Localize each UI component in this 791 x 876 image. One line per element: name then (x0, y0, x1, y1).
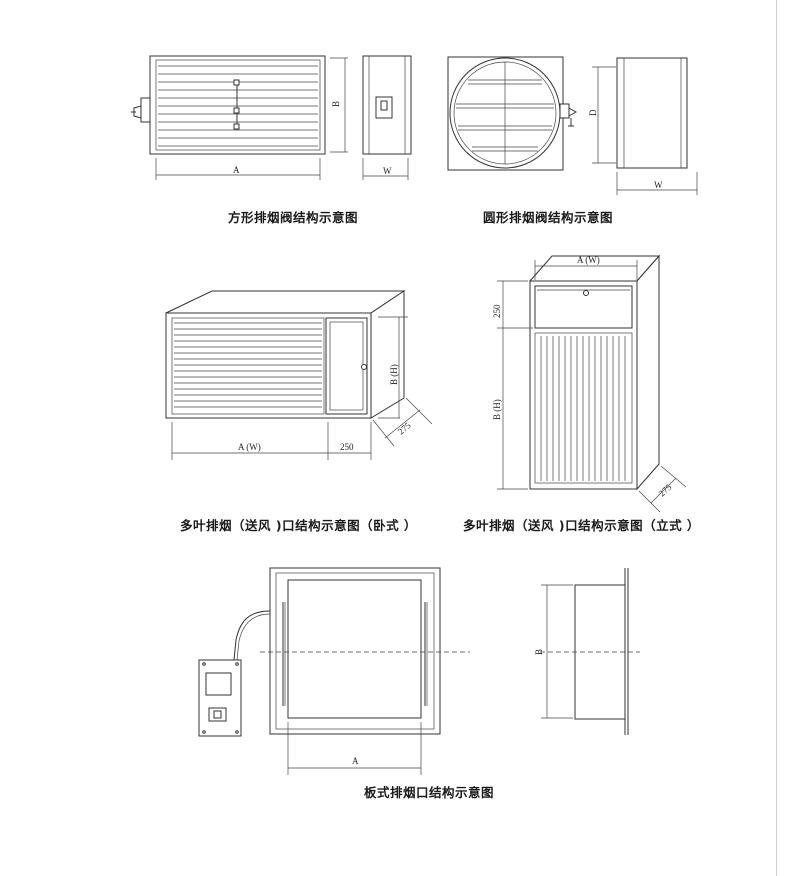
vertical-a-label: A (W) (577, 255, 600, 265)
square-side-dim-w (362, 158, 409, 180)
square-a-label: A (233, 165, 240, 175)
horizontal-275-label: 275 (396, 420, 413, 437)
square-valve-dim-b (330, 57, 348, 153)
vertical-dim-a (534, 260, 638, 280)
vertical-outlet (528, 254, 661, 491)
horizontal-outlet (165, 290, 406, 419)
round-d-label: D (588, 109, 598, 116)
round-dim-w (616, 172, 698, 195)
square-b-label: B (331, 101, 341, 107)
plate-dim-a (287, 722, 422, 775)
plate-outlet-front (260, 567, 470, 735)
plate-b-label: B (534, 649, 544, 655)
round-valve-front (447, 56, 578, 171)
plate-outlet-side (540, 568, 640, 735)
plate-a-label: A (352, 756, 359, 766)
horizontal-b-label: B (H) (389, 364, 399, 385)
round-valve-caption: 圆形排烟阀结构示意图 (483, 210, 614, 225)
round-valve-side (616, 57, 688, 169)
square-valve-front (131, 55, 326, 155)
vertical-275-label: 275 (657, 482, 674, 499)
vertical-dim-275 (638, 465, 687, 513)
vertical-250-label: 250 (492, 304, 502, 318)
plate-dim-b (541, 584, 573, 719)
horizontal-a-label: A (W) (238, 442, 261, 452)
page-edge-line (776, 0, 777, 876)
square-valve-dim-a (155, 158, 321, 180)
round-dim-d (592, 66, 616, 164)
horizontal-250-label: 250 (340, 442, 354, 452)
vertical-dim-left (497, 280, 533, 490)
round-w-label: W (654, 180, 663, 190)
square-valve-side (362, 55, 412, 155)
horizontal-dim-275 (372, 397, 433, 447)
vertical-caption: 多叶排烟（送风 )口结构示意图（立式 ） (463, 518, 700, 533)
square-w-label: W (383, 166, 392, 176)
horizontal-dim-a (171, 422, 372, 460)
square-valve-caption: 方形排烟阀结构示意图 (228, 210, 359, 225)
vertical-b-label: B (H) (492, 399, 502, 420)
plate-caption: 板式排烟口结构示意图 (364, 785, 495, 800)
horizontal-dim-b (378, 316, 408, 419)
horizontal-caption: 多叶排烟（送风 )口结构示意图（卧式 ） (180, 518, 417, 533)
plate-remote-control (198, 610, 271, 737)
